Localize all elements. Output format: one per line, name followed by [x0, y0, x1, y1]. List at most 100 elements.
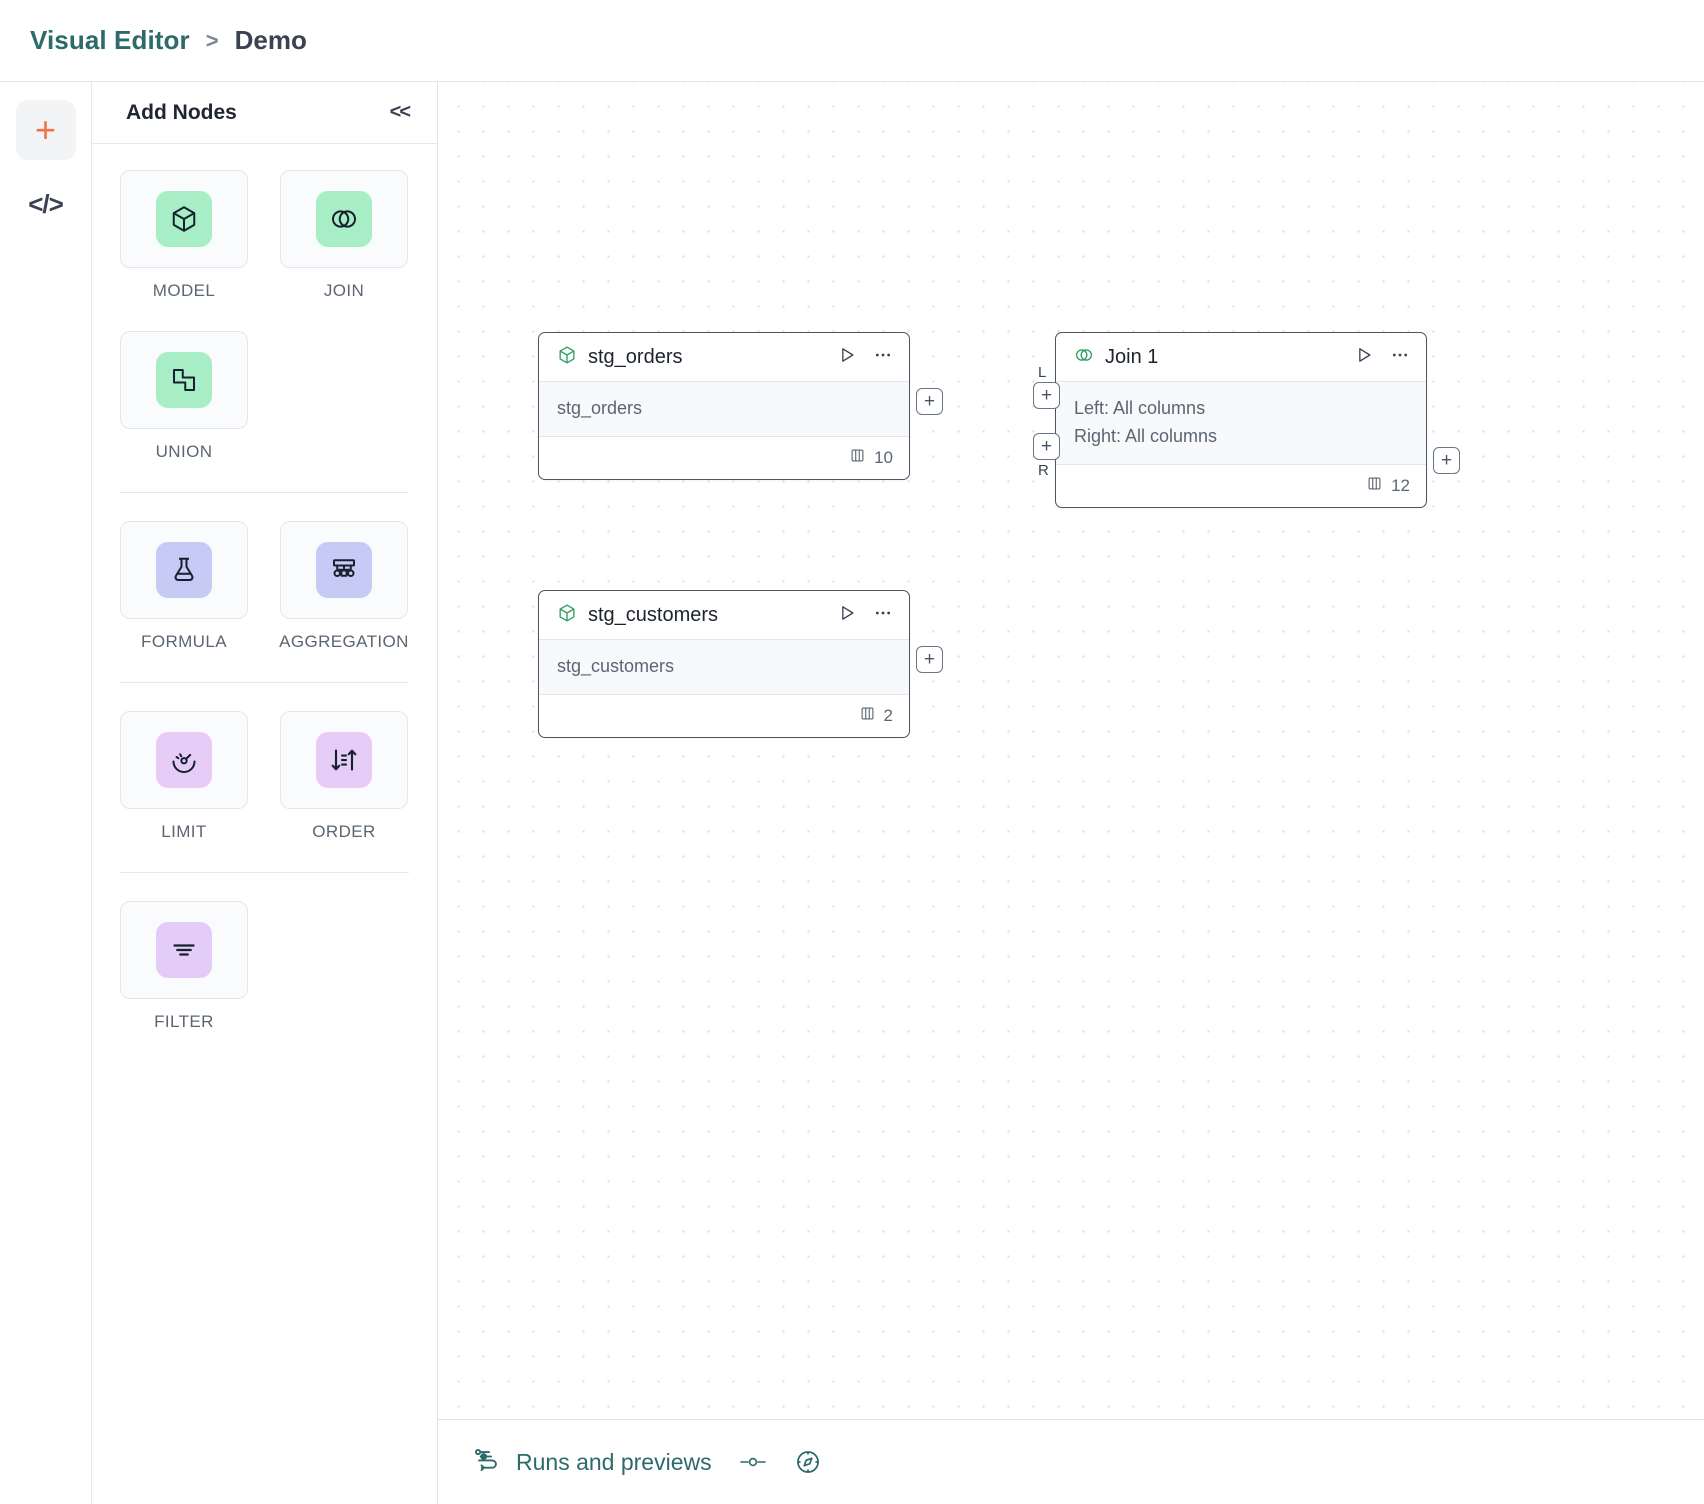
panel-divider-3: [120, 872, 409, 873]
columns-icon: [1366, 475, 1383, 497]
add-node-rail-button[interactable]: +: [15, 100, 76, 160]
node-title: Join 1: [1105, 345, 1159, 368]
ellipsis-icon[interactable]: [873, 603, 893, 628]
node-actions: [1354, 345, 1410, 370]
input-handle-right-join[interactable]: +: [1033, 433, 1060, 460]
canvas-bottom-bar: Runs and previews: [438, 1420, 1704, 1504]
node-title: stg_orders: [588, 345, 683, 368]
node-header: stg_orders: [539, 333, 909, 381]
gauge-icon: [156, 732, 212, 788]
runs-and-previews-button[interactable]: Runs and previews: [472, 1446, 712, 1479]
minimap-toggle-icon[interactable]: [738, 1451, 768, 1473]
node-header: stg_customers: [539, 591, 909, 639]
cube-icon: [156, 191, 212, 247]
input-handle-tag-left: L: [1038, 364, 1047, 381]
compass-icon[interactable]: [794, 1448, 822, 1476]
node-tile-model[interactable]: [120, 170, 248, 268]
node-footer: 12: [1056, 465, 1426, 507]
flow-node-stg-orders[interactable]: stg_orders: [538, 332, 910, 480]
node-column-count: 2: [883, 705, 893, 725]
node-footer: 2: [539, 695, 909, 737]
node-group-sources: MODEL JOIN: [120, 170, 409, 462]
play-icon[interactable]: [1354, 345, 1374, 370]
node-group-transforms: FORMULA: [120, 521, 409, 652]
add-nodes-panel-body: MODEL JOIN: [92, 144, 437, 1504]
node-column-count: 10: [874, 447, 893, 467]
aggregation-tree-icon: [316, 542, 372, 598]
code-icon: </>: [28, 188, 64, 219]
node-body: Left: All columns Right: All columns: [1056, 381, 1426, 465]
ellipsis-icon[interactable]: [873, 345, 893, 370]
breadcrumb-root[interactable]: Visual Editor: [30, 25, 190, 55]
flask-icon: [156, 542, 212, 598]
node-actions: [837, 603, 893, 628]
node-header: Join 1: [1056, 333, 1426, 381]
venn-circles-icon: [1074, 345, 1094, 370]
node-column-count: 12: [1391, 475, 1410, 495]
panel-divider-1: [120, 492, 409, 493]
output-handle-stg-orders[interactable]: +: [916, 388, 943, 415]
flow-canvas[interactable]: stg_orders: [438, 82, 1704, 1420]
node-item-union[interactable]: UNION: [120, 331, 248, 462]
flow-runs-icon: [472, 1446, 500, 1479]
ellipsis-icon[interactable]: [1390, 345, 1410, 370]
plus-icon: +: [34, 109, 57, 150]
node-label-formula: FORMULA: [141, 632, 227, 651]
union-shapes-icon: [156, 352, 212, 408]
breadcrumb-separator: >: [205, 27, 219, 53]
cube-icon: [557, 345, 577, 370]
canvas-area: stg_orders: [438, 82, 1704, 1504]
output-handle-stg-customers[interactable]: +: [916, 646, 943, 673]
input-handle-left-join[interactable]: +: [1033, 382, 1060, 409]
node-label-model: MODEL: [152, 281, 216, 300]
node-body: stg_customers: [539, 639, 909, 695]
node-tile-union[interactable]: [120, 331, 248, 429]
left-rail: + </>: [0, 82, 92, 1504]
node-tile-formula[interactable]: [120, 521, 248, 619]
panel-divider-2: [120, 682, 409, 683]
node-item-limit[interactable]: LIMIT: [120, 711, 248, 842]
node-label-aggregation: AGGREGATION: [279, 632, 409, 651]
node-item-filter[interactable]: FILTER: [120, 901, 248, 1032]
node-body-line-right: Right: All columns: [1074, 425, 1218, 446]
node-body-line-left: Left: All columns: [1074, 398, 1206, 418]
runs-and-previews-label: Runs and previews: [516, 1448, 712, 1475]
node-tile-filter[interactable]: [120, 901, 248, 999]
node-label-filter: FILTER: [154, 1012, 214, 1031]
breadcrumb-current: Demo: [234, 25, 307, 55]
code-view-rail-button[interactable]: </>: [16, 174, 76, 234]
node-label-union: UNION: [155, 442, 213, 461]
node-item-order[interactable]: ORDER: [280, 711, 408, 842]
columns-icon: [849, 447, 866, 469]
node-body-line: stg_orders: [557, 398, 643, 418]
app-shell: + </> Add Nodes <<: [0, 82, 1704, 1504]
output-handle-join-1[interactable]: +: [1433, 447, 1460, 474]
node-tile-order[interactable]: [280, 711, 408, 809]
flow-node-stg-customers[interactable]: stg_customers: [538, 590, 910, 738]
node-item-model[interactable]: MODEL: [120, 170, 248, 301]
flow-edges: [438, 82, 738, 232]
add-nodes-panel-header: Add Nodes <<: [92, 82, 437, 144]
venn-circles-icon: [316, 191, 372, 247]
input-handle-tag-right: R: [1038, 462, 1049, 479]
play-icon[interactable]: [837, 345, 857, 370]
add-nodes-panel: Add Nodes << MODEL: [92, 82, 438, 1504]
node-tile-aggregation[interactable]: [280, 521, 408, 619]
node-title: stg_customers: [588, 603, 719, 626]
node-tile-limit[interactable]: [120, 711, 248, 809]
node-tile-join[interactable]: [280, 170, 408, 268]
node-group-row-ops: LIMIT ORDER: [120, 711, 409, 842]
collapse-panel-button[interactable]: <<: [389, 101, 411, 123]
flow-node-join-1[interactable]: Join 1: [1055, 332, 1427, 508]
node-label-order: ORDER: [312, 822, 376, 841]
node-actions: [837, 345, 893, 370]
panel-title: Add Nodes: [126, 100, 237, 124]
node-footer: 10: [539, 437, 909, 479]
node-item-join[interactable]: JOIN: [280, 170, 408, 301]
node-body-line: stg_customers: [557, 656, 675, 676]
node-item-aggregation[interactable]: AGGREGATION: [279, 521, 409, 652]
node-item-formula[interactable]: FORMULA: [120, 521, 248, 652]
node-label-join: JOIN: [323, 281, 365, 300]
play-icon[interactable]: [837, 603, 857, 628]
node-group-filter: FILTER: [120, 901, 409, 1032]
